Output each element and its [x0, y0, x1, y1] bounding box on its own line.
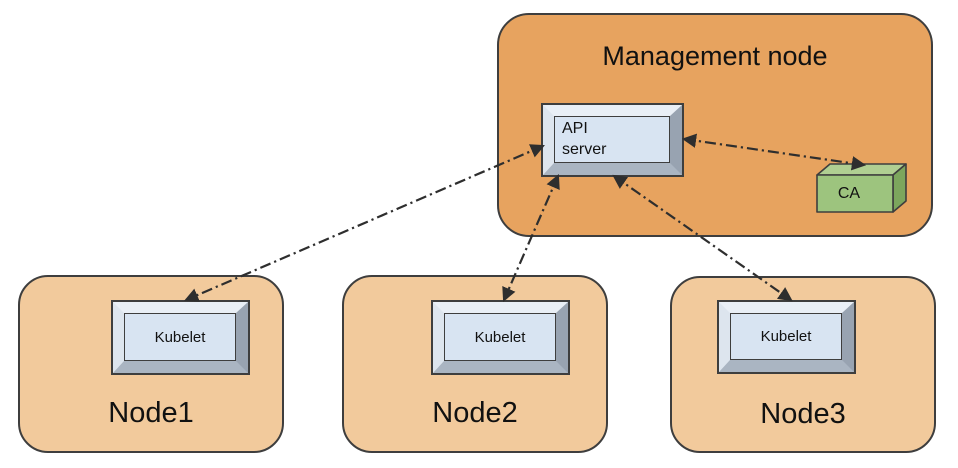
kubelet1-label: Kubelet [154, 328, 206, 346]
management-node-label: Management node [602, 41, 828, 71]
api-server-box: API server [543, 105, 682, 175]
ca-label: CA [837, 184, 861, 202]
node3-label: Node3 [760, 398, 846, 430]
kubelet2-box: Kubelet [433, 302, 568, 373]
kubelet1-box: Kubelet [113, 302, 248, 373]
node1-label: Node1 [108, 397, 194, 429]
kubelet3-box: Kubelet [719, 302, 854, 372]
api-server-label: API server [562, 120, 607, 158]
kubelet3-label: Kubelet [760, 328, 812, 345]
kubelet2-label: Kubelet [474, 328, 526, 346]
node2-label: Node2 [432, 397, 518, 429]
